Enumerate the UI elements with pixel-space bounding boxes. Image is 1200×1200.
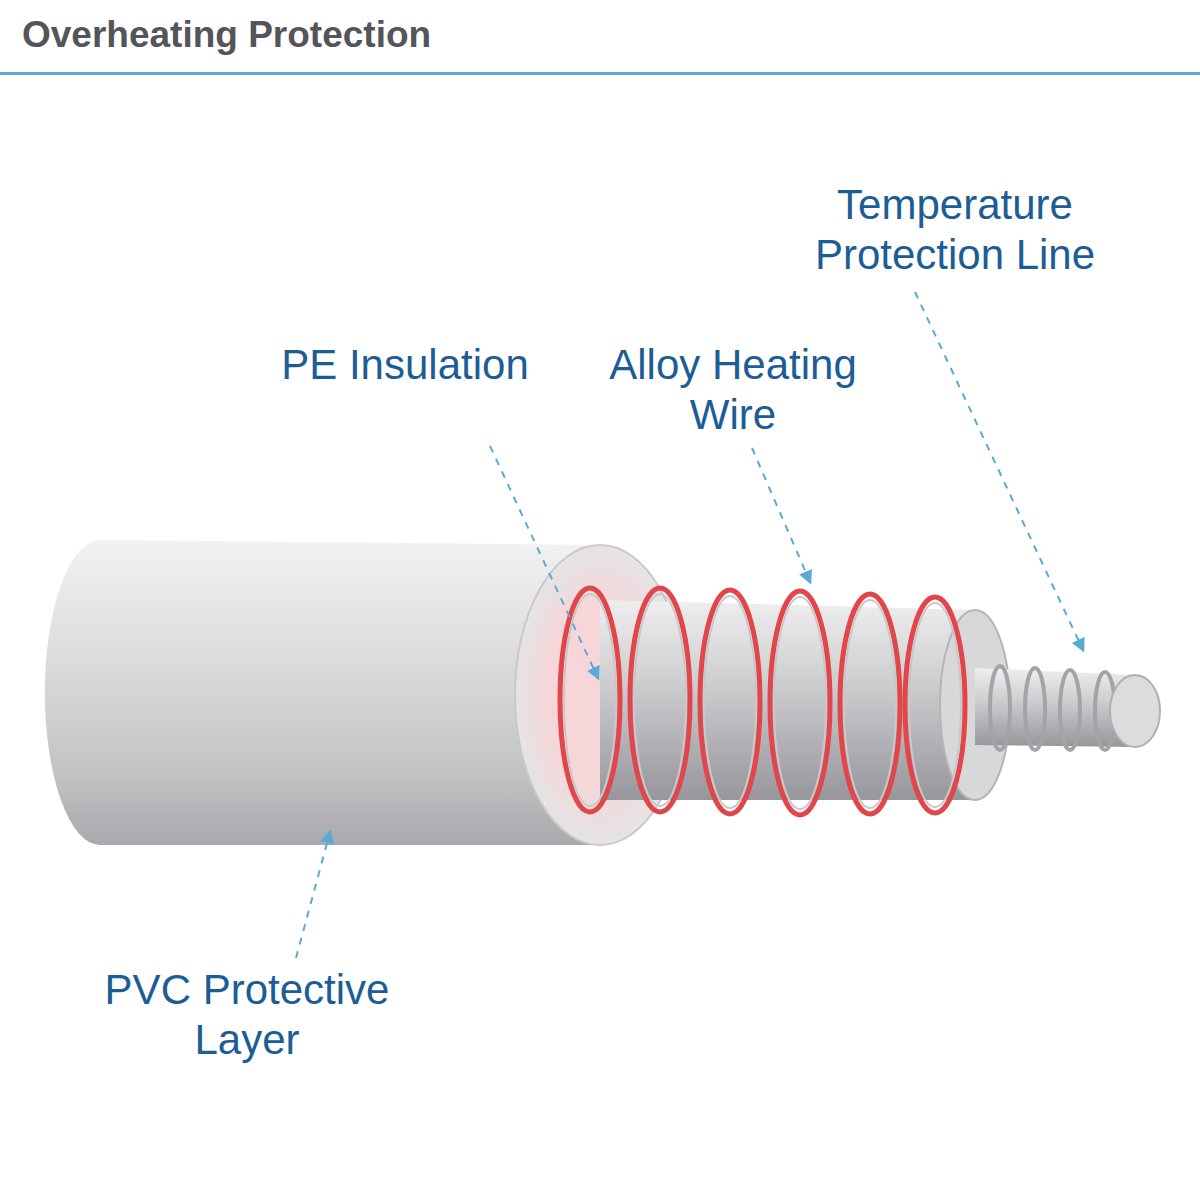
heating-wire [560,588,965,815]
leader-line [296,832,330,958]
header-rule [0,72,1200,75]
pe-core [600,600,1010,800]
pvc-layer [45,540,685,845]
part-label: Alloy Heating Wire [568,340,898,440]
part-label: PE Insulation [270,340,540,390]
part-label: Temperature Protection Line [760,180,1150,280]
leader-line [490,446,598,678]
temperature-line [975,666,1160,750]
part-label: PVC Protective Layer [52,965,442,1065]
page-title: Overheating Protection [22,14,431,56]
leader-line [915,292,1083,650]
leader-line [752,448,810,582]
